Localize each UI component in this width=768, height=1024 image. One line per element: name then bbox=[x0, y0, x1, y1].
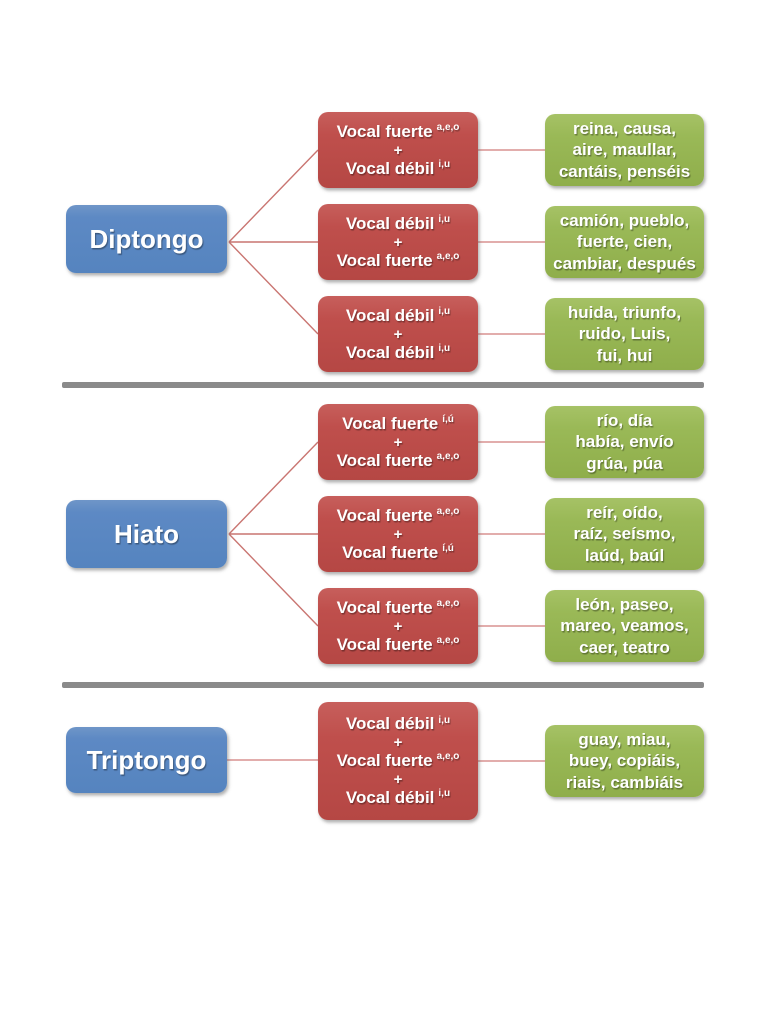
example-line: río, día bbox=[596, 411, 653, 431]
example-line: había, envío bbox=[575, 432, 674, 452]
vowel-superscript: a,e,o bbox=[436, 751, 460, 763]
vowel-superscript: i,u bbox=[438, 788, 451, 800]
example-line: camión, pueblo, bbox=[559, 211, 690, 231]
vowel-superscript: i,u bbox=[438, 342, 451, 354]
plus-sign: + bbox=[393, 433, 403, 451]
vowel-superscript: a,e,o bbox=[436, 598, 460, 609]
vowel-superscript: i,u bbox=[438, 158, 451, 170]
example-line: reír, oído, bbox=[586, 503, 663, 523]
connector-line bbox=[228, 241, 319, 335]
plus-sign: + bbox=[393, 325, 403, 343]
plus-sign: + bbox=[393, 141, 403, 159]
example-line: león, paseo, bbox=[575, 595, 674, 615]
plus-sign: + bbox=[393, 770, 403, 788]
plus-sign: + bbox=[393, 734, 403, 752]
example-line: cantáis, penséis bbox=[558, 161, 691, 181]
vowel-superscript: i,u bbox=[438, 714, 451, 726]
example-line: raíz, seísmo, bbox=[573, 524, 676, 544]
vowel-superscript: í,ú bbox=[442, 542, 454, 554]
example-line: guay, miau, bbox=[578, 730, 671, 750]
category-box-triptongo: Triptongo bbox=[66, 727, 227, 793]
examples-box: guay, miau, buey, copiáis, riais, cambiá… bbox=[545, 725, 704, 797]
vowel-superscript: a,e,o bbox=[436, 506, 460, 517]
plus-sign: + bbox=[393, 525, 403, 543]
vowel-superscript: i,u bbox=[438, 306, 451, 317]
example-line: grúa, púa bbox=[586, 453, 663, 473]
example-line: caer, teatro bbox=[579, 637, 670, 657]
examples-box: río, día había, envío grúa, púa bbox=[545, 406, 704, 478]
example-line: buey, copiáis, bbox=[568, 751, 681, 771]
category-label: Hiato bbox=[114, 518, 179, 549]
examples-box: reina, causa, aire, maullar, cantáis, pe… bbox=[545, 114, 704, 186]
example-line: fui, hui bbox=[596, 345, 653, 365]
vowel-superscript: a,e,o bbox=[436, 450, 460, 462]
example-line: huida, triunfo, bbox=[567, 303, 682, 323]
examples-box: reír, oído, raíz, seísmo, laúd, baúl bbox=[545, 498, 704, 570]
examples-box: huida, triunfo, ruido, Luis, fui, hui bbox=[545, 298, 704, 370]
plus-sign: + bbox=[393, 233, 403, 251]
example-line: riais, cambiáis bbox=[565, 772, 684, 792]
category-box-diptongo: Diptongo bbox=[66, 205, 227, 273]
examples-box: león, paseo, mareo, veamos, caer, teatro bbox=[545, 590, 704, 662]
connector-line bbox=[228, 533, 319, 627]
connector-line bbox=[228, 149, 319, 243]
category-box-hiato: Hiato bbox=[66, 500, 227, 568]
example-line: fuerte, cien, bbox=[576, 232, 673, 252]
example-line: ruido, Luis, bbox=[578, 324, 671, 344]
section-divider bbox=[62, 382, 704, 388]
section-divider bbox=[62, 682, 704, 688]
vowel-superscript: í,ú bbox=[442, 414, 454, 425]
example-line: reina, causa, bbox=[572, 119, 676, 139]
examples-box: camión, pueblo, fuerte, cien, cambiar, d… bbox=[545, 206, 704, 278]
example-line: mareo, veamos, bbox=[560, 616, 689, 636]
vowel-superscript: a,e,o bbox=[436, 250, 460, 262]
plus-sign: + bbox=[393, 617, 403, 635]
category-label: Diptongo bbox=[89, 223, 204, 254]
vowel-superscript: a,e,o bbox=[436, 634, 460, 646]
vowel-superscript: a,e,o bbox=[436, 122, 460, 133]
example-line: cambiar, después bbox=[553, 253, 696, 273]
connector-line bbox=[228, 441, 319, 535]
vowel-superscript: i,u bbox=[438, 214, 451, 225]
example-line: laúd, baúl bbox=[584, 545, 665, 565]
example-line: aire, maullar, bbox=[572, 140, 677, 160]
category-label: Triptongo bbox=[86, 744, 207, 775]
